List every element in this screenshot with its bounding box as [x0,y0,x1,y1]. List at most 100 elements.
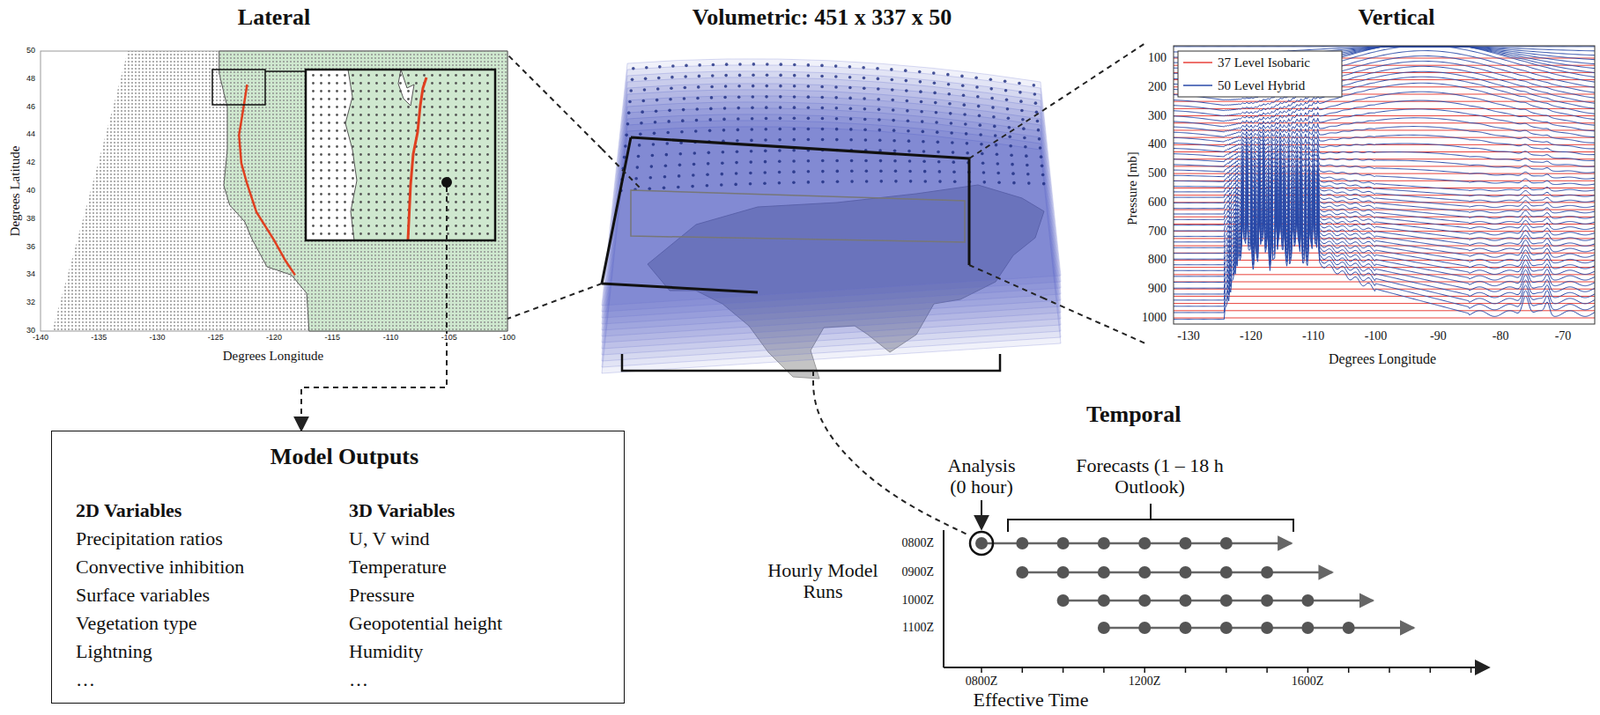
grid-dot [1036,119,1040,124]
grid-dot [777,181,782,186]
grid-dot [849,106,853,111]
grid-dot [807,84,811,89]
forecast-dot [1097,566,1111,579]
axis-ticks [981,667,1472,674]
grid-dot [651,142,656,147]
grid-dot [671,64,675,68]
grid-dot [891,118,896,123]
grid-dot [1005,97,1009,102]
grid-dot [807,180,811,185]
grid-dot [919,100,924,104]
grid-dot [893,148,897,153]
grid-dot [694,129,698,134]
grid-dot [649,176,653,180]
variable-item: U, V wind [348,525,623,554]
grid-dot [1042,182,1046,186]
variable-item: Temperature [348,553,623,582]
inset-marker [212,69,266,105]
grid-dot [1006,107,1010,112]
grid-dot [981,161,986,165]
forecast-dot [1097,622,1111,635]
grid-dot [938,179,942,184]
grid-dot [665,153,669,157]
grid-dot [682,96,687,101]
grid-dot [670,75,675,80]
grid-dot [807,74,811,78]
tick-label: 36 [24,243,38,252]
grid-dot [821,170,825,174]
grid-dot [1038,146,1043,150]
grid-dot [821,106,825,111]
bracket [622,354,1000,371]
grid-dot [676,185,681,190]
grid-dot [725,62,729,67]
grid-dot [907,139,912,143]
lateral-map [40,51,508,332]
inset-leader [265,70,306,73]
timeline-panel: Temporal [969,400,1498,712]
isobaric-level [1173,129,1595,131]
grid-dot [750,117,755,121]
pointer-arrow [980,500,983,530]
tick-label: -110 [1300,329,1326,343]
grid-dot [707,151,712,156]
leader-line [969,265,1043,298]
leader-line [601,148,641,189]
land [219,51,508,332]
grid-dot [765,73,770,77]
grid-dot [807,117,811,121]
hybrid-level [1173,154,1595,182]
grid-dot [1019,99,1023,104]
grid-dot [764,84,769,89]
grid-dot [654,109,659,113]
isobaric-level [1173,303,1595,304]
grid-dot [921,140,926,144]
grid-dot [1017,81,1022,86]
isobaric-level [1173,158,1595,160]
grid-dot [1034,101,1038,105]
grid-dot [778,84,783,89]
grid-dot [964,132,969,136]
grid-dot [905,109,910,113]
grid-dot [821,180,825,185]
tick-label: 1000Z [899,593,936,608]
grid-dot [668,97,673,102]
grid-dot [749,139,754,143]
annotation: Forecasts (1 – 18 h Outlook) [1064,455,1236,498]
grid-dot [750,106,755,111]
grid-dot [877,108,882,112]
chart-panel: Vertical [1145,3,1595,356]
grid-dot [737,84,741,89]
map-frame [40,51,508,332]
annotation: Hourly Model Runs [763,560,882,603]
legend-sample [1183,61,1213,64]
tick-label: -90 [1428,329,1449,343]
grid-dot [849,117,853,121]
grid-dot [762,181,767,186]
grid-dot [908,170,912,174]
hybrid-level [1173,187,1595,248]
grid-dot [864,138,868,142]
axis-tick [1307,667,1310,674]
legend-text: 37 Level Isobaric [1217,55,1311,71]
grid-dot [644,66,649,70]
columns: 2D VariablesPrecipitation ratiosConvecti… [75,496,614,695]
grid-dot [962,103,966,107]
grid-dot [907,149,912,154]
grid-dot [666,119,671,124]
forecast-dot [1057,537,1070,550]
grid-dot [653,120,658,125]
grid-dot [989,87,993,91]
grid-dot [821,159,825,163]
grid-dot [637,155,641,159]
grid-dot [683,74,688,79]
grid-dot [821,138,825,142]
grid-dot [792,74,797,78]
forecast-dot [1301,622,1314,635]
annotation: Degrees Longitude [221,348,326,364]
grid-dot [1022,126,1026,131]
grid-dot [918,70,922,75]
forecast-dot [1260,566,1274,579]
grid-dot [949,121,954,126]
